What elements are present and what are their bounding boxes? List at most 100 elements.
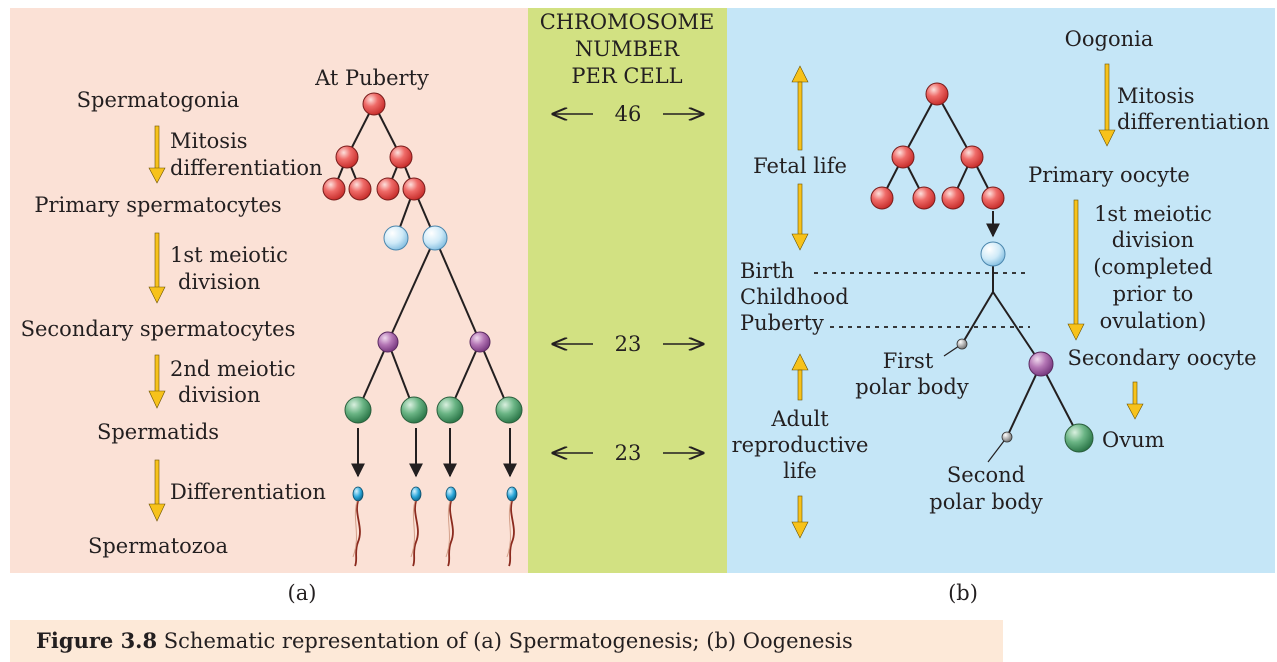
down-arrow-icon: [791, 495, 809, 539]
cell-blue: [422, 225, 448, 251]
sperm-maturation-arrows: [351, 428, 517, 478]
down-arrow-icon: [148, 125, 166, 184]
oo-step-arrows: [1067, 63, 1144, 420]
sperm-icon: [445, 486, 457, 567]
panel-b-background: [727, 8, 1275, 573]
sperm-step2-line2: division: [178, 270, 260, 294]
oo-step2-line4: prior to: [1113, 282, 1194, 306]
life-stage-labels: Fetal life Birth Childhood Puberty Adult…: [732, 154, 869, 483]
cell-red: [362, 92, 386, 116]
cell-red: [925, 82, 949, 106]
down-arrow-icon: [148, 459, 166, 522]
stage-secondary-spermatocytes: Secondary spermatocytes: [21, 317, 296, 341]
cell-red: [870, 186, 894, 210]
adult-label-line3: life: [783, 459, 817, 483]
panel-b-label: (b): [948, 581, 978, 605]
cell-red: [348, 177, 372, 201]
cell-green: [400, 396, 428, 424]
stage-primary-spermatocytes: Primary spermatocytes: [34, 193, 281, 217]
down-arrow-icon: [148, 354, 166, 409]
caption-text: Figure 3.8 Schematic representation of (…: [36, 628, 853, 653]
cell-red: [322, 177, 346, 201]
panel-a-label: (a): [288, 581, 317, 605]
adult-label-line2: reproductive: [732, 433, 869, 457]
sperm-step1-line1: Mitosis: [170, 129, 248, 153]
chromosome-column: CHROMOSOME NUMBER PER CELL 46 23 23: [540, 10, 715, 465]
chromosome-count-23-b: 23: [615, 441, 642, 465]
cell-red: [912, 186, 936, 210]
caption-body: Schematic representation of (a) Spermato…: [157, 629, 853, 653]
oogonia-label: Oogonia: [1065, 27, 1154, 51]
cell-red: [960, 145, 984, 169]
chromosome-count-23-a: 23: [615, 332, 642, 356]
cell-purple: [377, 331, 399, 353]
adult-label-line1: Adult: [770, 407, 829, 431]
ovum-cell: [1064, 423, 1094, 453]
first-polar-body-line2: polar body: [855, 375, 969, 399]
first-polar-body: [956, 338, 968, 350]
sperm-cells: [322, 92, 426, 201]
oogenesis-labels: Oogonia Mitosis differentiation Primary …: [855, 27, 1269, 605]
up-arrow-icon: [791, 353, 809, 401]
cell-green: [495, 396, 523, 424]
chromosome-panel-background: [528, 8, 727, 573]
cell-red: [941, 186, 965, 210]
figure-number: Figure 3.8: [36, 628, 158, 653]
second-polar-body: [1001, 431, 1013, 443]
fetal-life-label: Fetal life: [753, 154, 847, 178]
down-arrow-icon: [791, 183, 809, 251]
stage-spermatogonia: Spermatogonia: [77, 88, 240, 112]
chromosome-arrows: [553, 114, 703, 453]
oo-step2-line2: division: [1112, 228, 1194, 252]
first-polar-body-line1: First: [883, 349, 934, 373]
oo-tree-lines: [881, 93, 1080, 438]
chromosome-header-line1: CHROMOSOME: [540, 10, 715, 34]
sperm-step3-line2: division: [178, 383, 260, 407]
cell-green: [344, 396, 372, 424]
at-puberty-label: At Puberty: [314, 66, 429, 90]
spermatid-cells: [344, 396, 523, 424]
chromosome-count-46: 46: [615, 102, 642, 126]
cell-red: [891, 145, 915, 169]
cell-red: [981, 186, 1005, 210]
up-arrow-icon: [791, 65, 809, 151]
oo-step1-line1: Mitosis: [1117, 84, 1195, 108]
down-arrow-icon: [1067, 199, 1085, 341]
cell-purple: [469, 331, 491, 353]
sperm-step-arrows: [148, 125, 166, 522]
down-arrow-icon: [148, 232, 166, 304]
chromosome-header-line2: NUMBER: [575, 37, 680, 61]
oogonia-cells: [870, 82, 1005, 210]
primary-spermatocyte-cells: [383, 225, 448, 251]
primary-oocyte-label: Primary oocyte: [1028, 163, 1190, 187]
down-arrow-icon: [1098, 63, 1116, 147]
sperm-icon: [352, 486, 364, 567]
sperm-icon: [506, 486, 518, 567]
oo-step2-line5: ovulation): [1100, 309, 1207, 333]
stage-spermatids: Spermatids: [97, 420, 219, 444]
sperm-step3-line1: 2nd meiotic: [170, 357, 296, 381]
childhood-label: Childhood: [740, 285, 849, 309]
sperm-step1-line2: differentiation: [170, 156, 323, 180]
cell-blue: [383, 225, 409, 251]
chromosome-header-line3: PER CELL: [571, 64, 682, 88]
cell-green: [436, 396, 464, 424]
panel-a-background: [10, 8, 528, 573]
sperm-step4: Differentiation: [170, 480, 326, 504]
oo-step2-line1: 1st meiotic: [1094, 202, 1212, 226]
cell-red: [389, 145, 413, 169]
ovum-label: Ovum: [1102, 428, 1165, 452]
stage-spermatozoa: Spermatozoa: [88, 534, 228, 558]
sperm-icon: [410, 486, 422, 567]
figure-caption: Figure 3.8 Schematic representation of (…: [10, 620, 1003, 662]
oo-step1-line2: differentiation: [1117, 110, 1270, 134]
primary-oocyte-cell: [980, 241, 1006, 267]
life-stage-arrows: [791, 65, 809, 539]
spermatozoa: [352, 486, 518, 567]
sperm-step2-line1: 1st meiotic: [170, 243, 288, 267]
secondary-oocyte-cell: [1028, 351, 1054, 377]
second-polar-body-line1: Second: [947, 463, 1025, 487]
life-boundaries: [814, 272, 1030, 328]
down-arrow-icon: [1126, 381, 1144, 420]
